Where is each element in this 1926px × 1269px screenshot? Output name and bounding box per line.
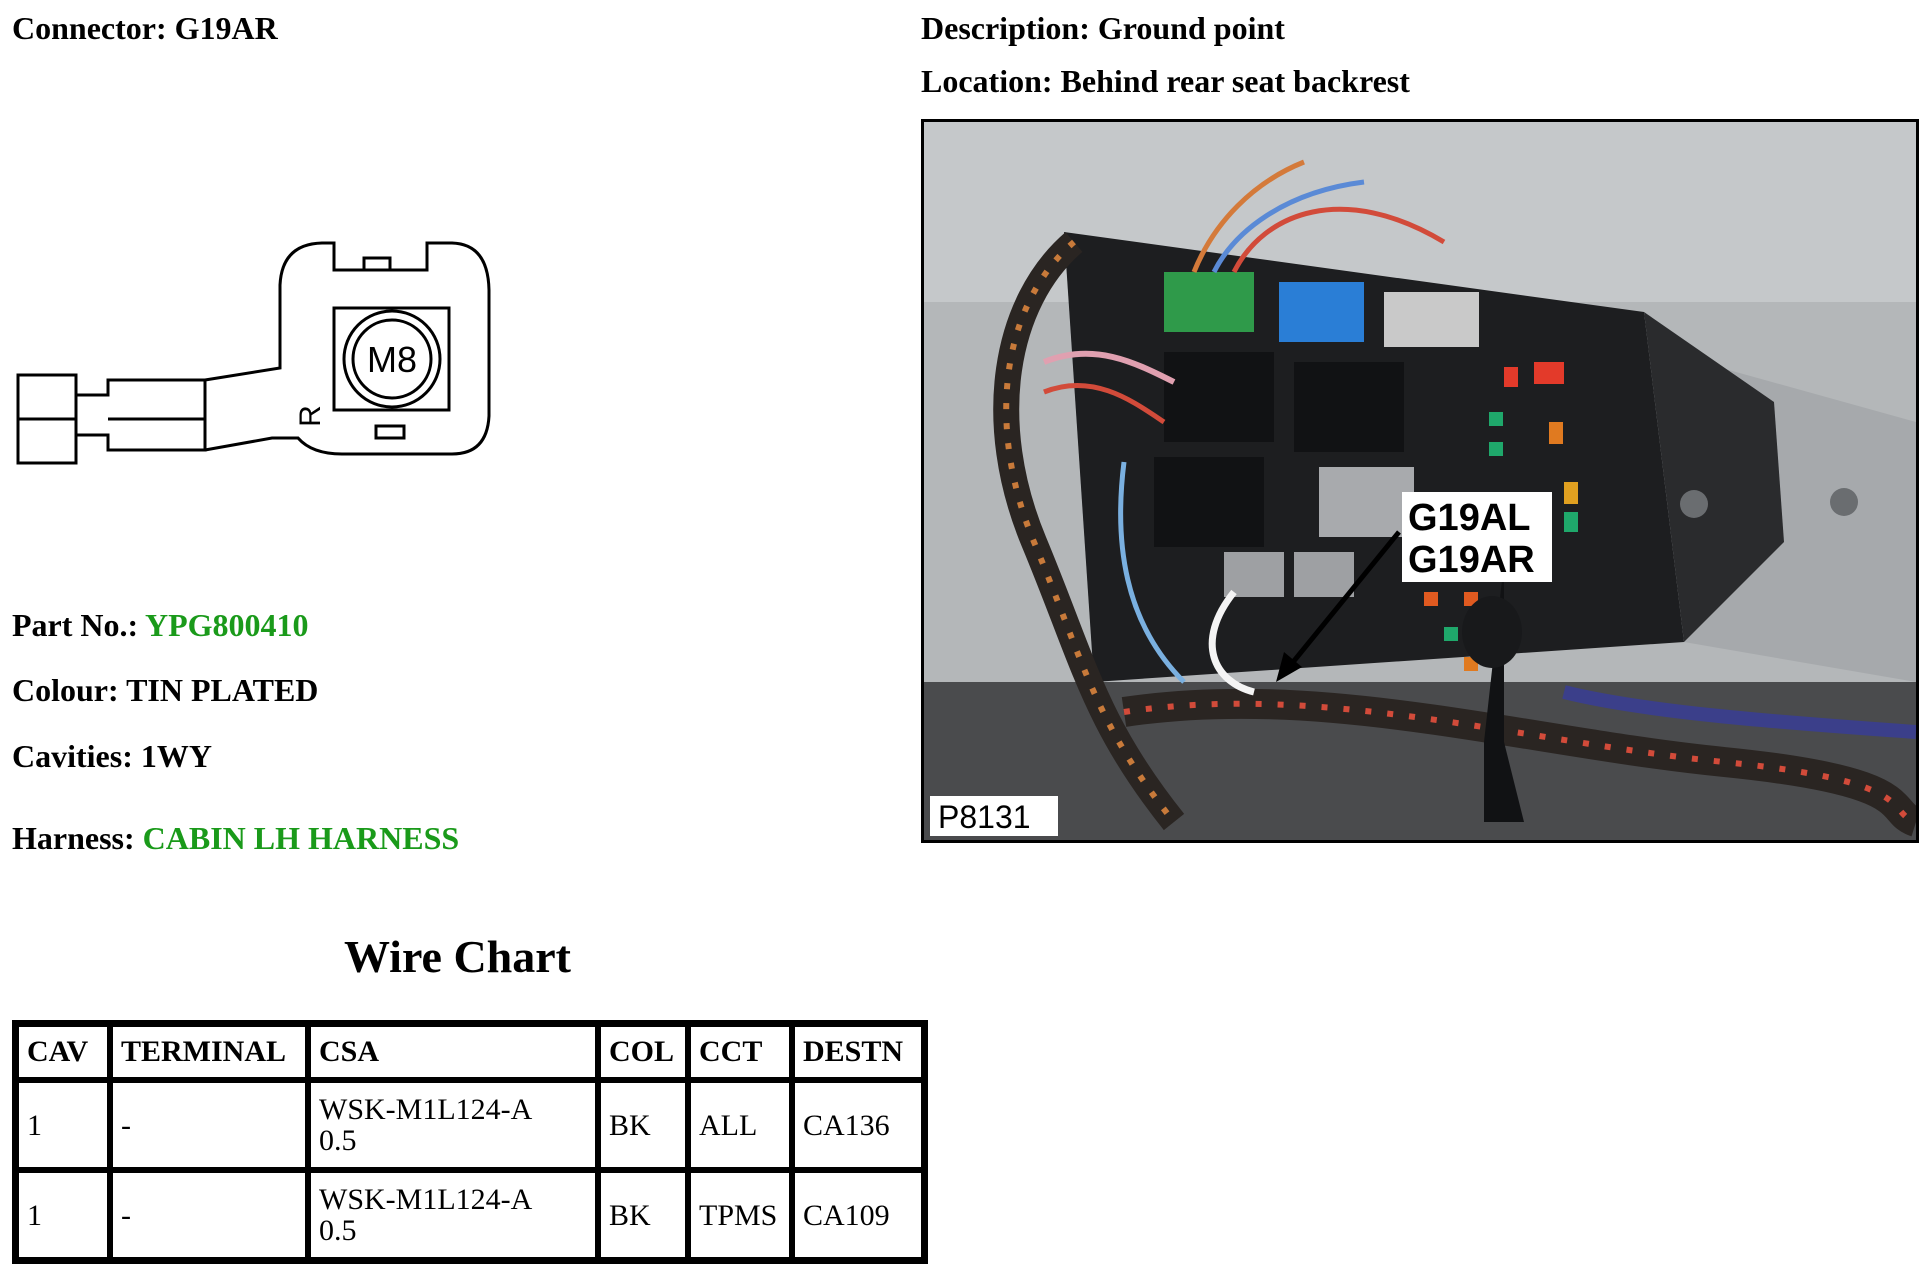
description-label: Description: [921, 10, 1090, 46]
header-cct: CCT [688, 1024, 792, 1080]
cavities-field: Cavities: 1WY [12, 738, 212, 775]
cell-cav: 1 [16, 1170, 110, 1260]
cell-terminal: - [110, 1080, 308, 1170]
ref-code-box [930, 796, 1058, 836]
table-header-row: CAV TERMINAL CSA COL CCT DESTN [16, 1024, 924, 1080]
header-destn: DESTN [792, 1024, 924, 1080]
terminal-body [204, 241, 491, 456]
blue-connector [1279, 282, 1364, 342]
photo-ref-code: P8131 [938, 799, 1031, 835]
colour-value: TIN PLATED [126, 672, 319, 708]
wire-crimp [76, 378, 207, 452]
stud-ring-outer [342, 309, 442, 409]
harness-link[interactable]: CABIN LH HARNESS [142, 820, 460, 856]
callout-box [1402, 492, 1552, 582]
stud-housing [332, 306, 451, 412]
header-col: COL [598, 1024, 688, 1080]
stud-ring-inner [351, 318, 433, 400]
connector-diagram: M8 R [16, 241, 491, 465]
location-photo: G19AL G19AR P8131 [921, 119, 1919, 843]
side-mark-label: R [294, 405, 327, 427]
connector-value: G19AR [174, 10, 278, 46]
cell-destn: CA136 [792, 1080, 924, 1170]
cell-col: BK [598, 1080, 688, 1170]
callout-line2: G19AR [1408, 539, 1535, 581]
cell-csa-size: 0.5 [319, 1214, 357, 1247]
location-field: Location: Behind rear seat backrest [921, 63, 1410, 100]
grey-relay [1319, 467, 1414, 537]
location-label: Location: [921, 63, 1053, 99]
header-terminal: TERMINAL [110, 1024, 308, 1080]
cell-csa-spec: WSK-M1L124-A [319, 1093, 533, 1126]
wire-chart-title: Wire Chart [344, 931, 571, 982]
colour-label: Colour: [12, 672, 119, 708]
bottom-slot [374, 424, 406, 440]
green-connector [1164, 272, 1254, 332]
callout-line1: G19AL [1408, 497, 1530, 539]
cavities-label: Cavities: [12, 738, 133, 774]
cell-col: BK [598, 1170, 688, 1260]
harness-label: Harness: [12, 820, 135, 856]
location-value: Behind rear seat backrest [1060, 63, 1410, 99]
description-field: Description: Ground point [921, 10, 1285, 47]
colour-field: Colour: TIN PLATED [12, 672, 318, 709]
header-cav: CAV [16, 1024, 110, 1080]
part-number-label: Part No.: [12, 607, 139, 643]
cell-cct: ALL [688, 1080, 792, 1170]
cell-csa-size: 0.5 [319, 1124, 357, 1157]
connector-label: Connector: [12, 10, 167, 46]
cell-destn: CA109 [792, 1170, 924, 1260]
part-number-link[interactable]: YPG800410 [144, 607, 309, 643]
connector-field: Connector: G19AR [12, 10, 278, 47]
header-csa: CSA [308, 1024, 598, 1080]
cavities-value: 1WY [140, 738, 212, 774]
cell-cav: 1 [16, 1080, 110, 1170]
stud-size-label: M8 [367, 339, 417, 380]
cell-cct: TPMS [688, 1170, 792, 1260]
description-value: Ground point [1097, 10, 1285, 46]
cell-terminal: - [110, 1170, 308, 1260]
locking-tab [362, 256, 392, 272]
harness-field: Harness: CABIN LH HARNESS [12, 820, 459, 857]
cell-csa-spec: WSK-M1L124-A [319, 1183, 533, 1216]
callout-arrow [1287, 530, 1401, 669]
wire-chart-table: CAV TERMINAL CSA COL CCT DESTN 1 - WSK-M… [12, 1020, 928, 1264]
part-number-field: Part No.: YPG800410 [12, 607, 309, 644]
